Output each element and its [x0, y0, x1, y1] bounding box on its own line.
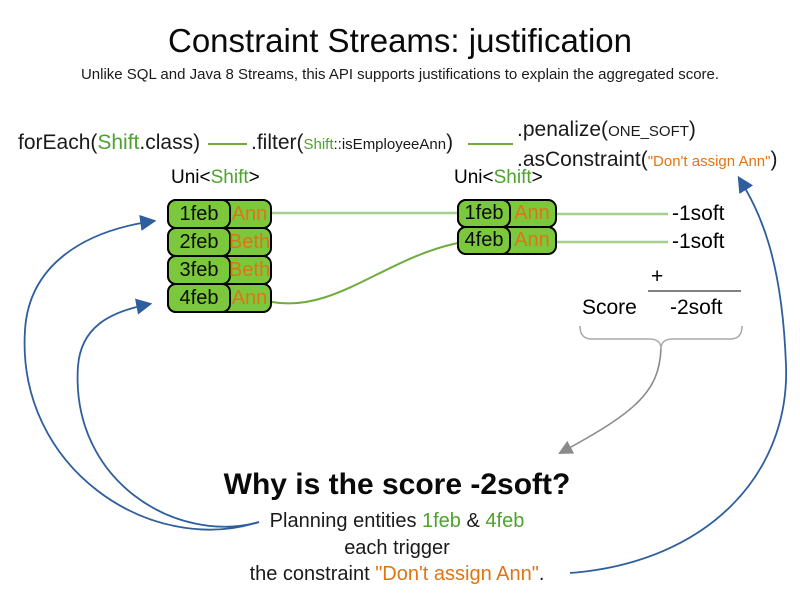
class-name: Shift [210, 167, 249, 188]
code-class-name: Shift [97, 131, 140, 154]
arrow-explanation-to-4feb [76, 298, 260, 528]
employee-cell: Ann [231, 202, 268, 225]
constraint-name: "Don't assign Ann" [375, 563, 539, 585]
code-penalize: .penalize(ONE_SOFT) [517, 118, 696, 141]
arrow-score-to-explanation [558, 348, 662, 455]
uni-label-right: Uni<Shift> [454, 167, 543, 188]
shift-row: 3feb Beth [167, 255, 272, 285]
code-foreach: forEach(Shift.class) [18, 131, 201, 154]
explanation-line2: each trigger [344, 537, 450, 559]
arrow-explanation-to-1feb [23, 214, 260, 531]
score-value: -2soft [670, 296, 723, 319]
penalty-label: -1soft [672, 230, 725, 253]
shift-row: 4feb Ann [167, 283, 272, 313]
shift-row: 1feb Ann [457, 199, 557, 228]
date-cell: 1feb [167, 199, 231, 229]
entity-4feb: 4feb [485, 510, 525, 532]
employee-cell: Ann [514, 202, 550, 224]
date-cell: 2feb [167, 227, 231, 257]
shift-row: 1feb Ann [167, 199, 272, 229]
employee-cell: Ann [231, 286, 268, 309]
shift-row: 4feb Ann [457, 226, 557, 255]
shift-row: 2feb Beth [167, 227, 272, 257]
code-string-arg: "Don't assign Ann" [647, 153, 771, 170]
code-class-name: Shift [303, 136, 334, 153]
penalty-label: -1soft [672, 202, 725, 225]
explanation-heading: Why is the score -2soft? [223, 468, 571, 501]
code-asconstraint: .asConstraint("Don't assign Ann") [517, 148, 778, 171]
page-title: Constraint Streams: justification [167, 22, 632, 59]
date-cell: 1feb [457, 199, 511, 228]
connector-4feb-stream [271, 242, 459, 305]
explanation-line3: the constraint "Don't assign Ann". [249, 563, 545, 585]
code-terminal-block: .penalize(ONE_SOFT) .asConstraint("Don't… [517, 116, 777, 176]
code-filter: .filter(Shift::isEmployeeAnn) [251, 131, 454, 154]
score-label: Score [582, 296, 637, 319]
uni-label-left: Uni<Shift> [171, 167, 260, 188]
employee-cell: Beth [228, 230, 271, 253]
explanation-line1: Planning entities 1feb & 4feb [269, 510, 525, 532]
date-cell: 4feb [167, 283, 231, 313]
shift-stack-right: 1feb Ann 4feb Ann [457, 199, 557, 255]
employee-cell: Beth [228, 258, 271, 281]
arrow-explanation-to-constraint [569, 175, 787, 574]
entity-1feb: 1feb [422, 510, 461, 532]
class-name: Shift [493, 167, 532, 188]
underbrace [579, 325, 743, 350]
shift-stack-left: 1feb Ann 2feb Beth 3feb Beth 4feb Ann [167, 199, 272, 313]
date-cell: 4feb [457, 226, 511, 255]
code-arg: ONE_SOFT [608, 123, 689, 140]
date-cell: 3feb [167, 255, 231, 285]
plus-sign: + [651, 265, 664, 288]
employee-cell: Ann [514, 229, 550, 251]
page-subtitle: Unlike SQL and Java 8 Streams, this API … [80, 66, 720, 83]
code-method-ref: ::isEmployeeAnn [333, 136, 447, 153]
